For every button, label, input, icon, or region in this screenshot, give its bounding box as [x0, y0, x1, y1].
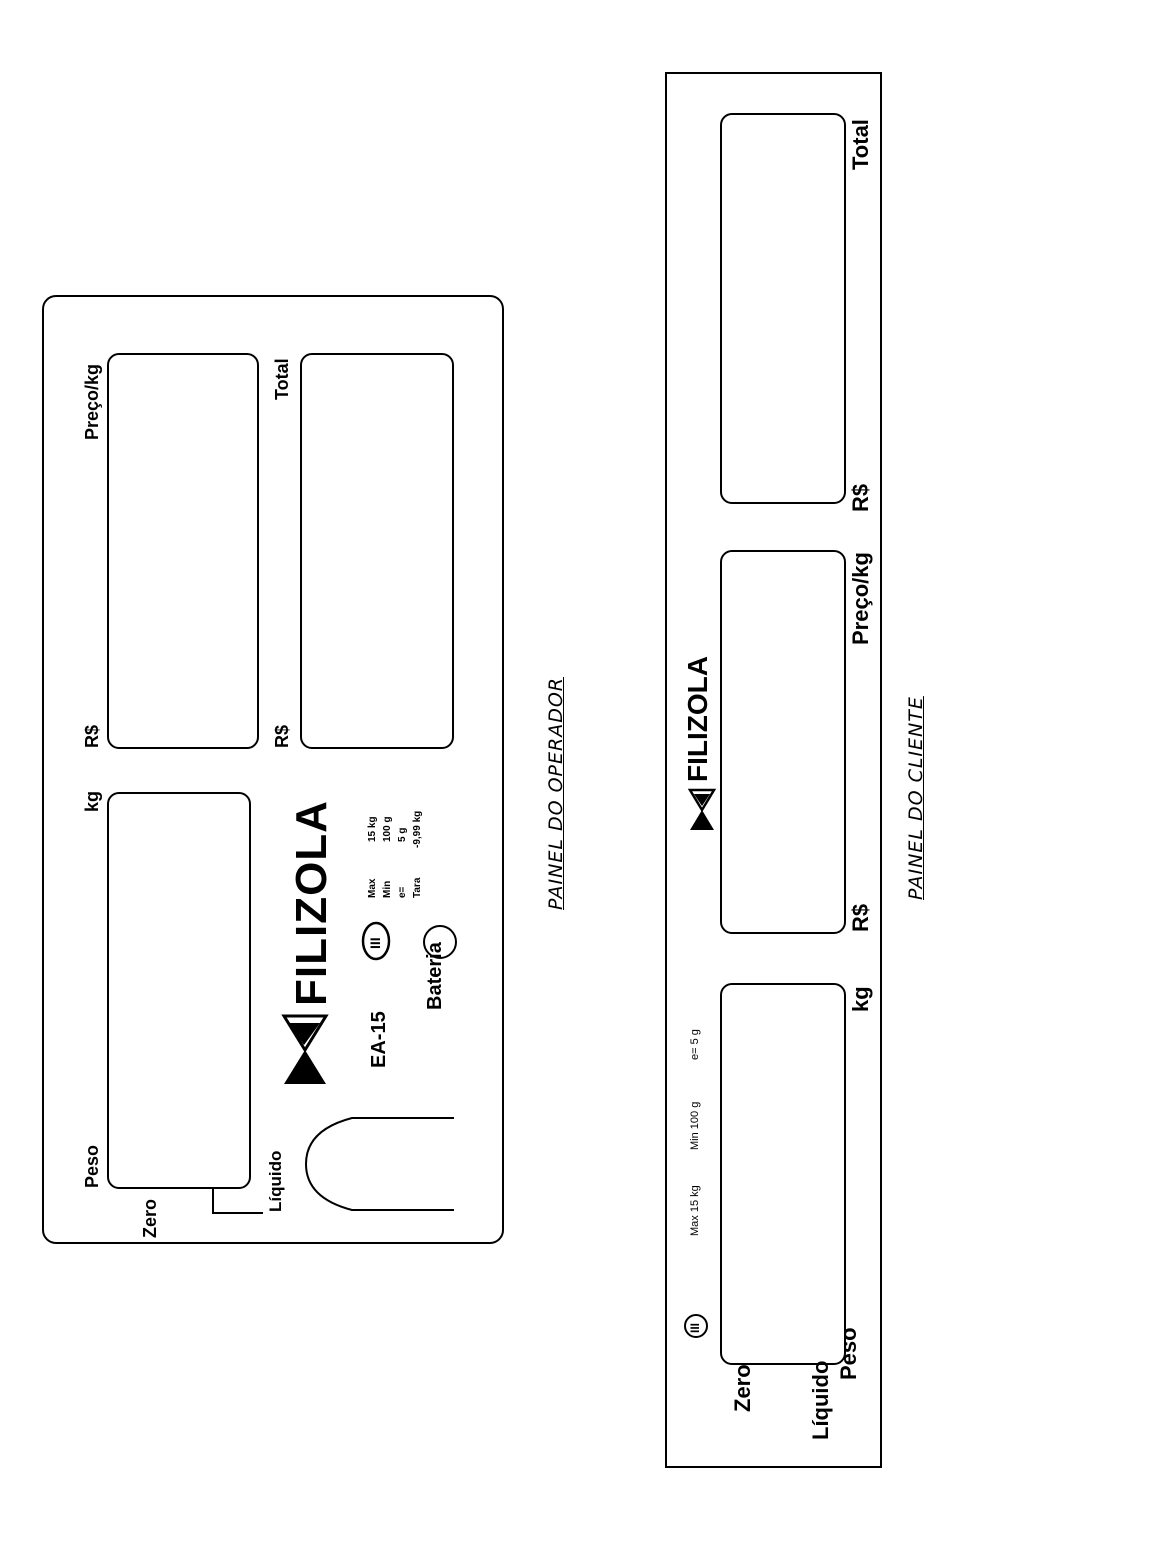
- battery-led-icon: [423, 925, 457, 959]
- operator-total-label: Total: [272, 358, 292, 400]
- operator-price-label: Preço/kg: [82, 363, 102, 440]
- client-weight-display: [720, 983, 846, 1365]
- spec-tara-value: -9,99 kg: [412, 810, 423, 848]
- client-total-label: Total: [848, 119, 873, 170]
- filizola-logo-icon: [281, 1014, 329, 1084]
- operator-price-display: [107, 353, 259, 749]
- client-brand: FILIZOLA: [682, 656, 713, 782]
- operator-weight-display: [107, 792, 251, 1189]
- operator-panel: [42, 295, 504, 1244]
- client-zero-label: Zero: [730, 1364, 755, 1412]
- client-spec-e: e= 5 g: [689, 1029, 701, 1060]
- client-weight-label: Peso: [836, 1327, 861, 1380]
- spec-max-value: 15 kg: [367, 816, 378, 842]
- client-total-currency: R$: [848, 483, 873, 512]
- client-panel-caption: PAINEL DO CLIENTE: [905, 696, 927, 900]
- operator-zero-label: Zero: [140, 1198, 160, 1238]
- client-filizola-logo-icon: [688, 788, 717, 830]
- client-price-label: Preço/kg: [848, 552, 873, 645]
- client-spec-min: Min 100 g: [689, 1101, 701, 1150]
- spec-max-name: Max: [367, 878, 378, 898]
- client-total-display: [720, 113, 846, 504]
- operator-model: EA-15: [368, 1011, 390, 1068]
- spec-e-value: 5 g: [397, 827, 408, 842]
- net-bracket: [212, 1187, 263, 1214]
- operator-accuracy-class: III: [367, 937, 383, 949]
- client-accuracy-class: III: [688, 1322, 702, 1333]
- operator-net-label: Líquido: [266, 1150, 285, 1212]
- client-spec-max: Max 15 kg: [689, 1185, 701, 1236]
- operator-weight-unit: kg: [82, 790, 102, 812]
- operator-price-currency: R$: [82, 724, 102, 748]
- spec-tara-name: Tara: [412, 877, 423, 898]
- client-net-label: Líquido: [808, 1360, 833, 1440]
- spec-min-name: Min: [382, 880, 393, 898]
- client-price-display: [720, 550, 846, 934]
- operator-total-currency: R$: [272, 724, 292, 748]
- operator-weight-label: Peso: [82, 1144, 102, 1188]
- accuracy-class-icon: [361, 921, 391, 961]
- client-weight-unit: kg: [848, 986, 873, 1012]
- tare-key-outline: [304, 1117, 454, 1211]
- client-accuracy-class-icon: [684, 1314, 708, 1338]
- operator-total-display: [300, 353, 454, 749]
- spec-e-name: e=: [397, 886, 408, 898]
- client-panel: [665, 72, 882, 1468]
- operator-brand: FILIZOLA: [287, 800, 336, 1006]
- spec-min-value: 100 g: [382, 816, 393, 842]
- operator-panel-caption: PAINEL DO OPERADOR: [545, 677, 567, 910]
- client-price-currency: R$: [848, 903, 873, 932]
